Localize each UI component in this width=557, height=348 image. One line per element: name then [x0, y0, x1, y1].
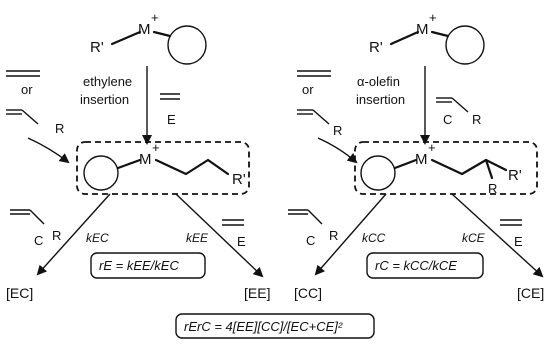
right-branch-arrow-cc: [314, 193, 387, 276]
left-bottom-olefin-chain: [29, 209, 45, 225]
left-top-ligand-bond: [110, 30, 142, 46]
right-rate-ce: kCE: [462, 231, 486, 245]
right-center-charge: +: [428, 140, 436, 155]
left-side-R: R: [55, 121, 64, 136]
left-product-ee: [EE]: [244, 285, 270, 301]
right-monomer-R: R: [472, 112, 481, 127]
right-center-metal: M: [415, 151, 428, 168]
left-side-curve-arrow: [27, 137, 70, 164]
right-side-curve-arrow: [317, 137, 358, 164]
left-panel: R' M + ethylene insertion E or R M + R': [6, 10, 270, 301]
left-center-metal: M: [139, 151, 152, 168]
left-step-line2: insertion: [80, 92, 129, 107]
right-branch-arrow-ce: [451, 193, 544, 278]
left-bottom-E: E: [237, 234, 246, 249]
right-top-charge: +: [429, 10, 437, 25]
left-rate-ec: kEC: [86, 231, 109, 245]
right-product-cc: [CC]: [294, 285, 322, 301]
left-product-ec: [EC]: [6, 285, 33, 301]
left-bottom-C: C: [34, 233, 43, 248]
product-equation-box: [175, 313, 375, 339]
left-step-line1: ethylene: [83, 74, 132, 89]
left-center-charge: +: [152, 140, 160, 155]
left-branch-arrow-ec: [36, 193, 111, 276]
right-top-catalyst: R' M +: [369, 10, 485, 65]
left-dashed-box: [76, 141, 250, 195]
right-bottom-E: E: [514, 234, 523, 249]
left-ratio-box: [90, 252, 206, 279]
left-side-olefin-chain: [21, 109, 39, 125]
left-top-ligand-label: R': [90, 39, 104, 56]
left-side-or: or: [21, 82, 33, 97]
left-branch-arrow-ee: [175, 193, 264, 278]
product-equation: rErC = 4[EE][CC]/[EC+CE]²: [184, 319, 343, 334]
right-product-ce: [CE]: [517, 285, 544, 301]
left-center-chain-label: R': [232, 171, 246, 188]
left-center-ring: [83, 155, 119, 191]
right-top-ring-bond: [430, 30, 450, 38]
right-monomer-chain: [451, 97, 469, 113]
left-top-catalyst: R' M +: [90, 10, 207, 65]
right-bottom-R: R: [329, 228, 338, 243]
right-top-metal: M: [416, 21, 429, 38]
left-ratio: rE = kEE/kEC: [99, 258, 179, 273]
left-top-ring: [167, 25, 207, 65]
right-bottom-C: C: [306, 233, 315, 248]
right-side-or: or: [302, 82, 314, 97]
right-monomer-C: C: [443, 112, 452, 127]
right-panel: R' M + α-olefin insertion C R or R M +: [288, 10, 544, 301]
right-center-chain-R: R: [488, 181, 497, 196]
left-top-metal: M: [138, 21, 151, 38]
right-ratio-box: [366, 252, 484, 279]
right-top-ligand-bond: [389, 30, 420, 46]
right-dashed-box: [354, 141, 538, 195]
right-center-chain: [430, 158, 508, 176]
right-step-line2: insertion: [356, 92, 405, 107]
left-bottom-R: R: [52, 228, 61, 243]
left-center-chain: [154, 158, 230, 176]
right-side-olefin-chain: [312, 109, 330, 125]
right-center-chain-label: R': [508, 167, 522, 184]
left-top-ring-bond: [152, 30, 172, 38]
left-center-ring-bond: [116, 158, 142, 170]
left-rate-ee: kEE: [186, 231, 209, 245]
right-center-ring-bond: [393, 158, 418, 170]
right-center-ring: [360, 155, 396, 191]
right-side-R: R: [333, 123, 342, 138]
right-top-ring: [445, 25, 485, 65]
left-top-charge: +: [151, 10, 159, 25]
right-rate-cc: kCC: [362, 231, 386, 245]
left-monomer-label: E: [167, 112, 176, 127]
right-step-line1: α-olefin: [357, 74, 400, 89]
right-center-branch: [484, 158, 494, 180]
right-ratio: rC = kCC/kCE: [375, 258, 457, 273]
right-top-ligand-label: R': [369, 39, 383, 56]
right-bottom-olefin-chain: [307, 209, 323, 225]
